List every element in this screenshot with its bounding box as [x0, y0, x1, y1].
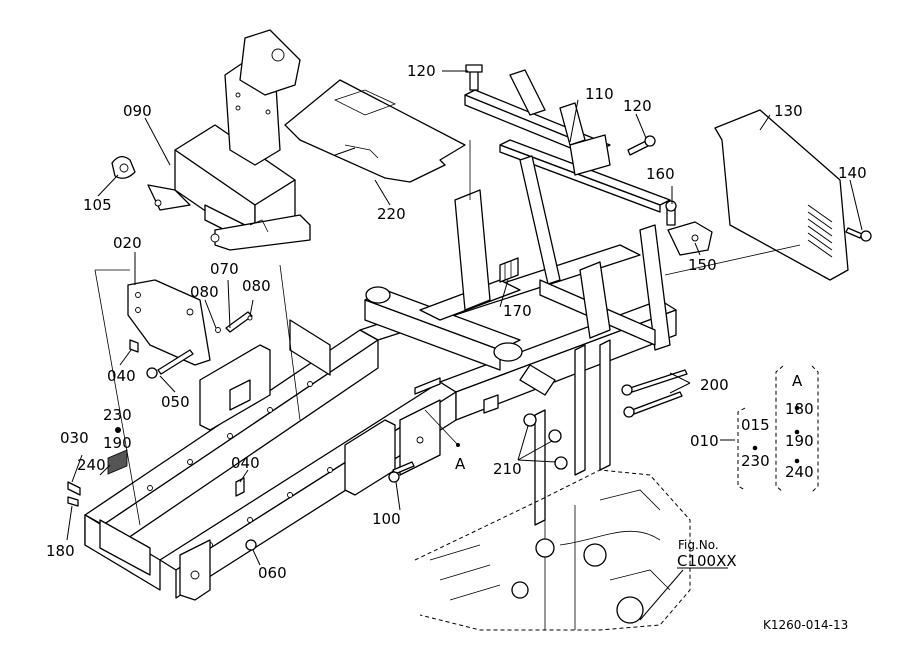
engine-partial [414, 469, 691, 631]
label-130: 130 [774, 102, 803, 120]
bracket-020 [127, 279, 253, 379]
group-brackets [115, 365, 819, 569]
label-190-right: 190 [785, 432, 814, 450]
label-180-right: 180 [785, 400, 814, 418]
label-010: 010 [690, 432, 719, 450]
label-015: 015 [741, 416, 770, 434]
part-labels: 120 110 120 130 140 160 150 090 105 220 … [46, 62, 867, 632]
floor-plate [284, 79, 466, 183]
label-105: 105 [83, 196, 112, 214]
label-a-group: A [792, 372, 803, 390]
fig-no-number: C100XX [677, 552, 737, 570]
label-160: 160 [646, 165, 675, 183]
label-150: 150 [688, 256, 717, 274]
label-070: 070 [210, 260, 239, 278]
label-a-frame: A [455, 455, 466, 473]
label-120-right: 120 [623, 97, 652, 115]
leader-lines [66, 70, 863, 621]
label-080-right: 080 [242, 277, 271, 295]
label-210: 210 [493, 460, 522, 478]
label-170: 170 [503, 302, 532, 320]
rear-frame [454, 69, 671, 351]
label-030: 030 [60, 429, 89, 447]
fasteners [67, 64, 872, 551]
label-240-right: 240 [785, 463, 814, 481]
side-cover [667, 109, 849, 281]
label-040-upper: 040 [107, 367, 136, 385]
label-090: 090 [123, 102, 152, 120]
label-220: 220 [377, 205, 406, 223]
label-040-lower: 040 [231, 454, 260, 472]
label-120-top: 120 [407, 62, 436, 80]
label-060: 060 [258, 564, 287, 582]
seat-box [111, 29, 311, 251]
label-230-right: 230 [741, 452, 770, 470]
drawing-code: K1260-014-13 [763, 618, 848, 632]
label-100: 100 [372, 510, 401, 528]
label-140: 140 [838, 164, 867, 182]
label-020: 020 [113, 234, 142, 252]
label-080-left: 080 [190, 283, 219, 301]
label-050: 050 [161, 393, 190, 411]
label-110: 110 [585, 85, 614, 103]
label-230-left: 230 [103, 406, 132, 424]
label-200: 200 [700, 376, 729, 394]
main-frame [84, 244, 677, 601]
label-180-left: 180 [46, 542, 75, 560]
cover-slots [807, 204, 833, 258]
fig-no-title: Fig.No. [678, 538, 719, 552]
label-240-left: 240 [77, 456, 106, 474]
label-190-left: 190 [103, 434, 132, 452]
